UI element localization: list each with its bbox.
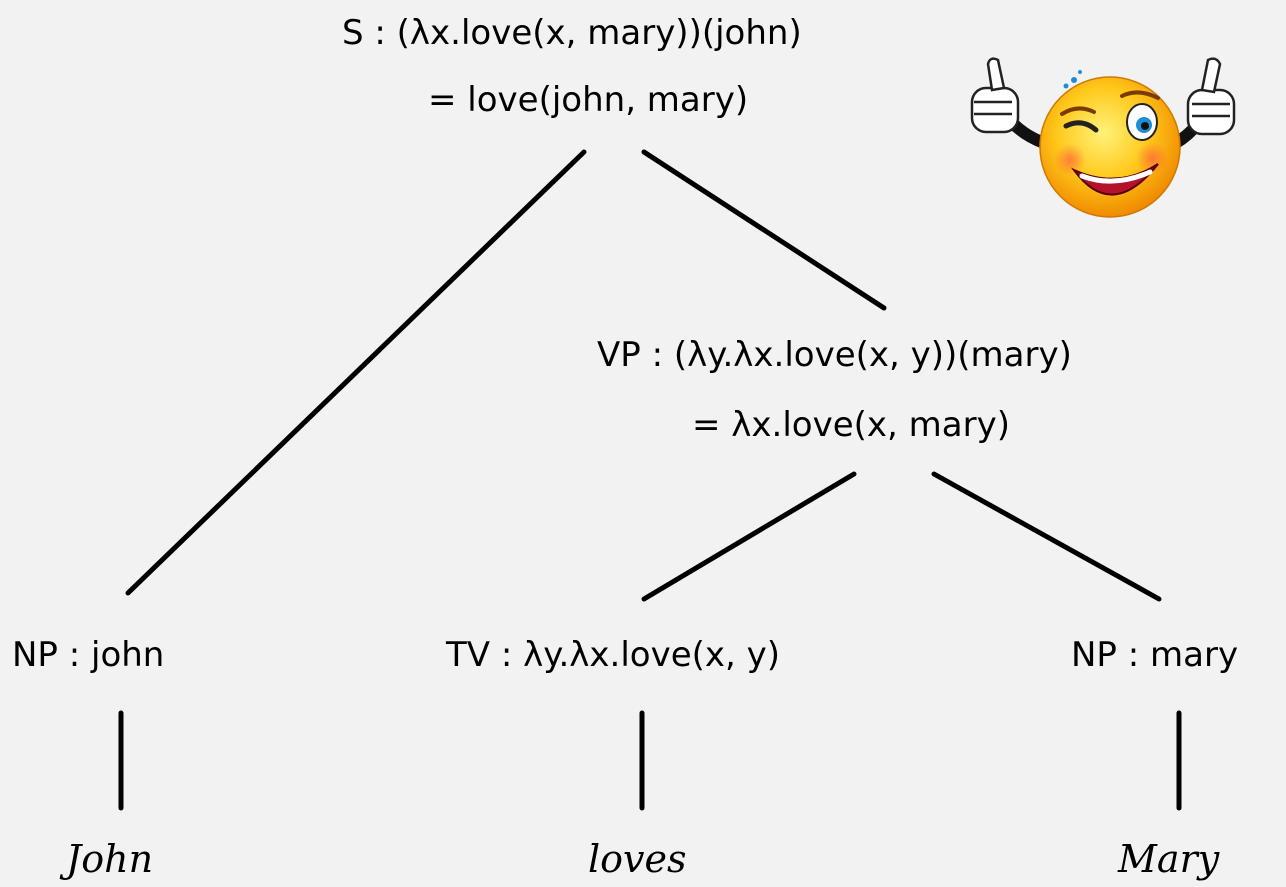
np-john-node: NP : john [12, 635, 165, 675]
edge-vp-to-tv [641, 471, 857, 602]
word-loves: loves [588, 837, 687, 881]
winking-thumbs-up-smiley-icon [970, 57, 1236, 218]
edge-s-to-np-john [125, 149, 587, 596]
vp-node-label: VP : (λy.λx.love(x, y))(mary) [597, 335, 1072, 375]
np-mary-node: NP : mary [1071, 635, 1239, 675]
word-john: John [66, 837, 154, 881]
vp-node-result: = λx.love(x, mary) [692, 405, 1010, 445]
tv-node: TV : λy.λx.love(x, y) [446, 635, 781, 675]
s-node-result: = love(john, mary) [428, 80, 749, 120]
word-mary: Mary [1118, 837, 1220, 881]
edge-vp-to-np-mary [931, 471, 1162, 602]
s-node-label: S : (λx.love(x, mary))(john) [342, 13, 802, 53]
edge-s-to-vp [641, 149, 887, 311]
